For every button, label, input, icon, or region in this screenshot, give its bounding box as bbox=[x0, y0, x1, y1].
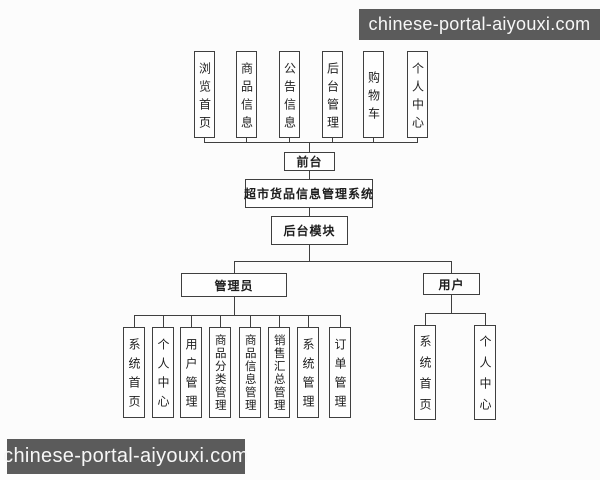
connector-line bbox=[279, 315, 280, 327]
connector-line bbox=[220, 315, 221, 327]
connector-line bbox=[451, 295, 452, 313]
frontend-module-box: 个人中心 bbox=[407, 51, 428, 138]
connector-line bbox=[246, 138, 247, 142]
frontend-module-box: 公告信息 bbox=[279, 51, 300, 138]
connector-line bbox=[340, 315, 341, 327]
user-module-box: 系统首页 bbox=[414, 325, 436, 420]
connector-line bbox=[204, 142, 418, 143]
admin-module-box: 系统首页 bbox=[123, 327, 145, 418]
admin-module-box: 订单管理 bbox=[329, 327, 351, 418]
frontend-module-box: 后台管理 bbox=[322, 51, 343, 138]
user-node: 用户 bbox=[423, 273, 480, 295]
admin-module-box: 商品分类管理 bbox=[209, 327, 231, 418]
connector-line bbox=[485, 313, 486, 325]
connector-line bbox=[373, 138, 374, 142]
connector-line bbox=[332, 138, 333, 142]
connector-line bbox=[417, 138, 418, 142]
admin-node: 管理员 bbox=[181, 273, 287, 297]
admin-module-box: 销售汇总管理 bbox=[268, 327, 290, 418]
watermark-top: chinese-portal-aiyouxi.com bbox=[359, 9, 600, 40]
admin-module-box: 商品信息管理 bbox=[239, 327, 261, 418]
admin-module-box: 个人中心 bbox=[152, 327, 174, 418]
connector-line bbox=[308, 315, 309, 327]
user-module-box: 个人中心 bbox=[474, 325, 496, 420]
connector-line bbox=[289, 138, 290, 142]
frontend-module-box: 购物车 bbox=[363, 51, 384, 138]
admin-module-box: 系统管理 bbox=[297, 327, 319, 418]
connector-line bbox=[309, 245, 310, 261]
connector-line bbox=[425, 313, 486, 314]
admin-module-box: 用户管理 bbox=[180, 327, 202, 418]
connector-line bbox=[234, 261, 452, 262]
connector-line bbox=[234, 261, 235, 273]
connector-line bbox=[309, 208, 310, 216]
system-root-node: 超市货品信息管理系统 bbox=[244, 179, 373, 208]
frontend-node: 前台 bbox=[284, 152, 335, 171]
connector-line bbox=[163, 315, 164, 327]
connector-line bbox=[134, 315, 341, 316]
connector-line bbox=[451, 261, 452, 273]
frontend-module-box: 商品信息 bbox=[236, 51, 257, 138]
connector-line bbox=[425, 313, 426, 325]
backend-node: 后台模块 bbox=[271, 216, 348, 245]
connector-line bbox=[191, 315, 192, 327]
connector-line bbox=[309, 142, 310, 152]
connector-line bbox=[204, 138, 205, 142]
connector-line bbox=[250, 315, 251, 327]
frontend-module-box: 浏览首页 bbox=[194, 51, 215, 138]
watermark-bottom: chinese-portal-aiyouxi.com bbox=[3, 439, 249, 474]
connector-line bbox=[309, 171, 310, 179]
connector-line bbox=[234, 297, 235, 315]
connector-line bbox=[134, 315, 135, 327]
